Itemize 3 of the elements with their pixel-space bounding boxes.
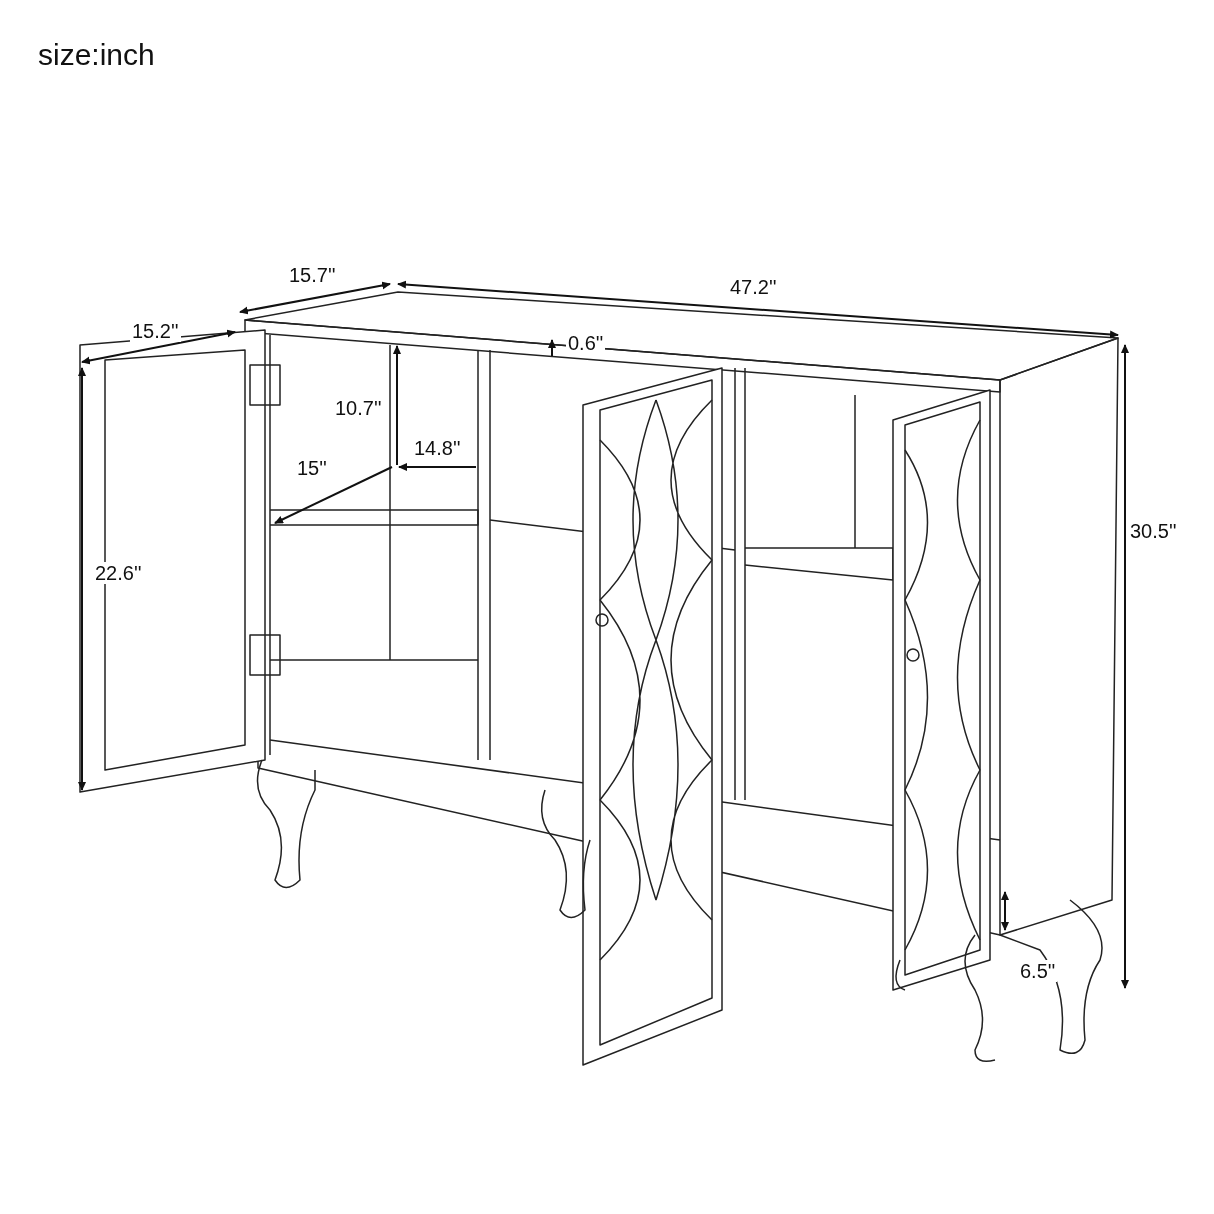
dimension-value: 6.5'' bbox=[1018, 960, 1058, 982]
unit-heading: size:inch bbox=[38, 40, 155, 70]
dimension-value: 22.6'' bbox=[93, 562, 144, 584]
